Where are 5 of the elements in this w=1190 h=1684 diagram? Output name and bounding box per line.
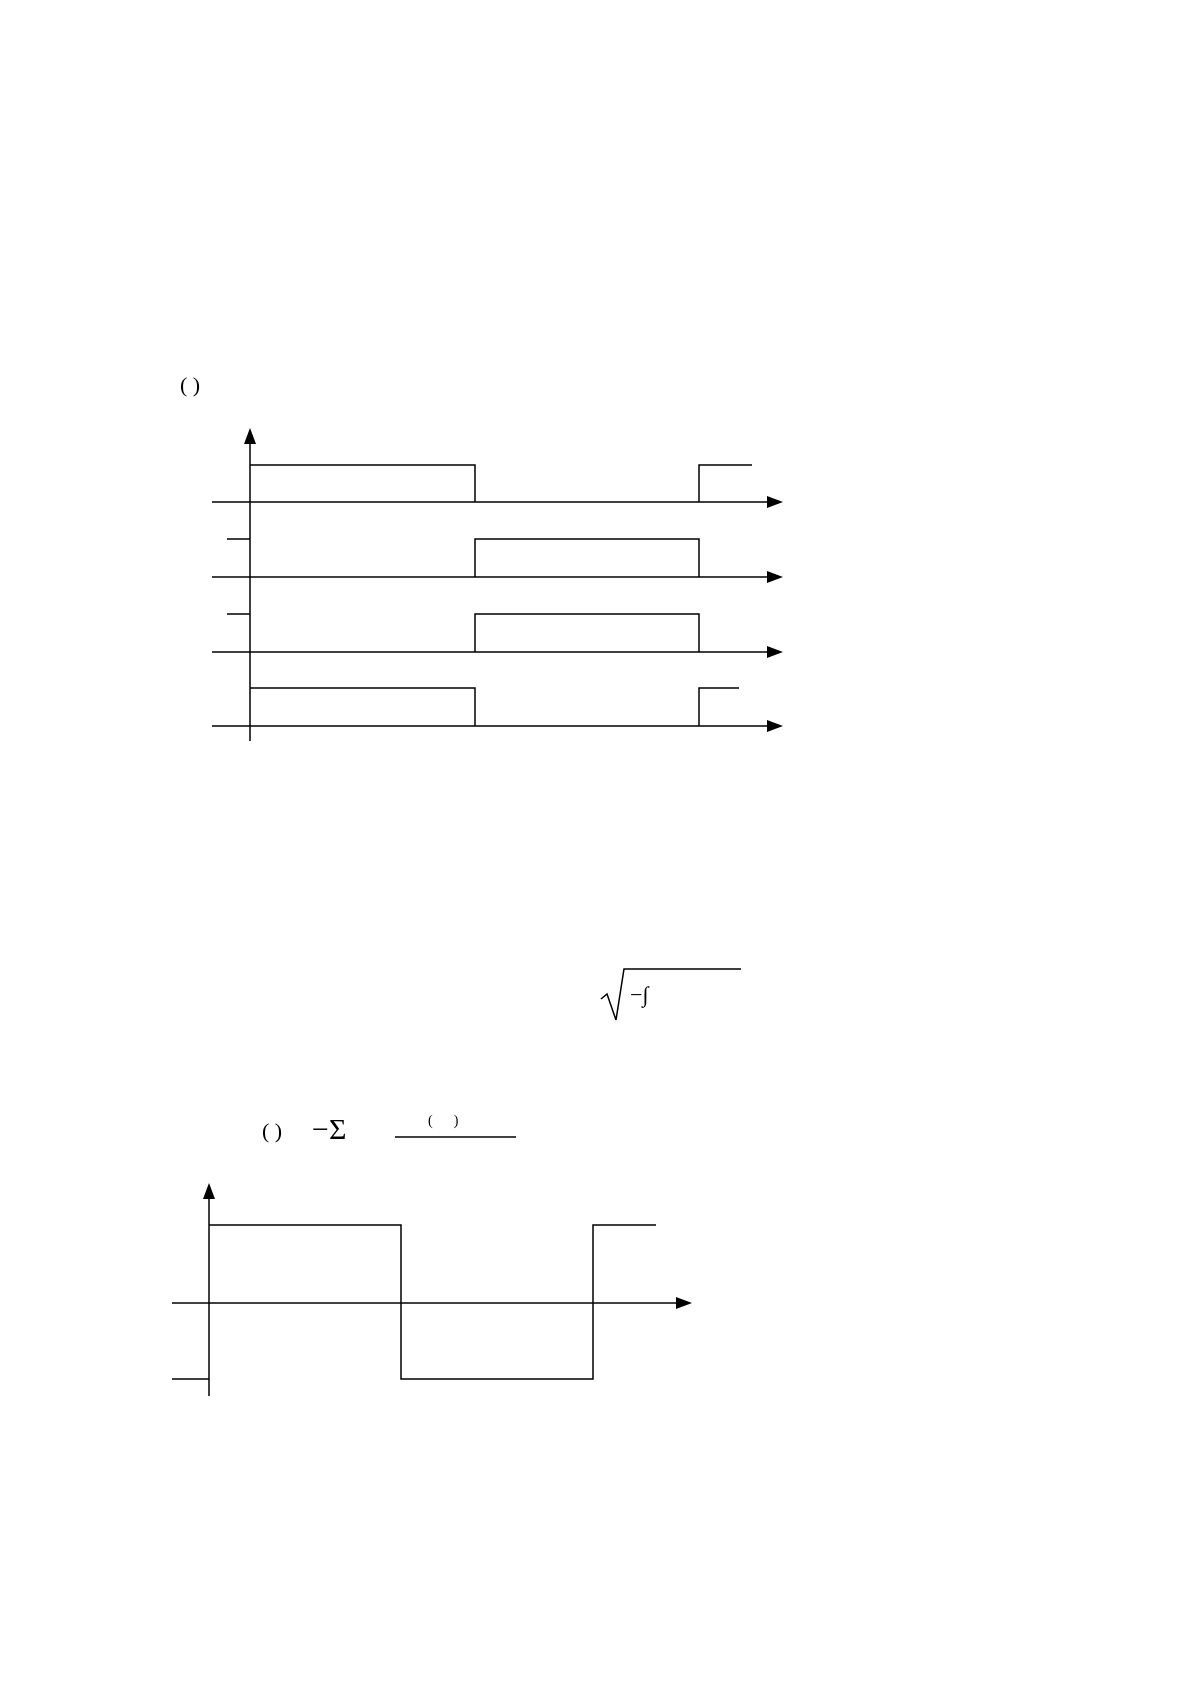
formula-text: ( ) xyxy=(428,1114,459,1128)
formula-text: ( ) xyxy=(180,374,201,396)
formula-text: −Σ xyxy=(312,1114,347,1144)
formula-text: −∫ xyxy=(630,984,649,1006)
formula-text: ( ) xyxy=(262,1120,283,1142)
